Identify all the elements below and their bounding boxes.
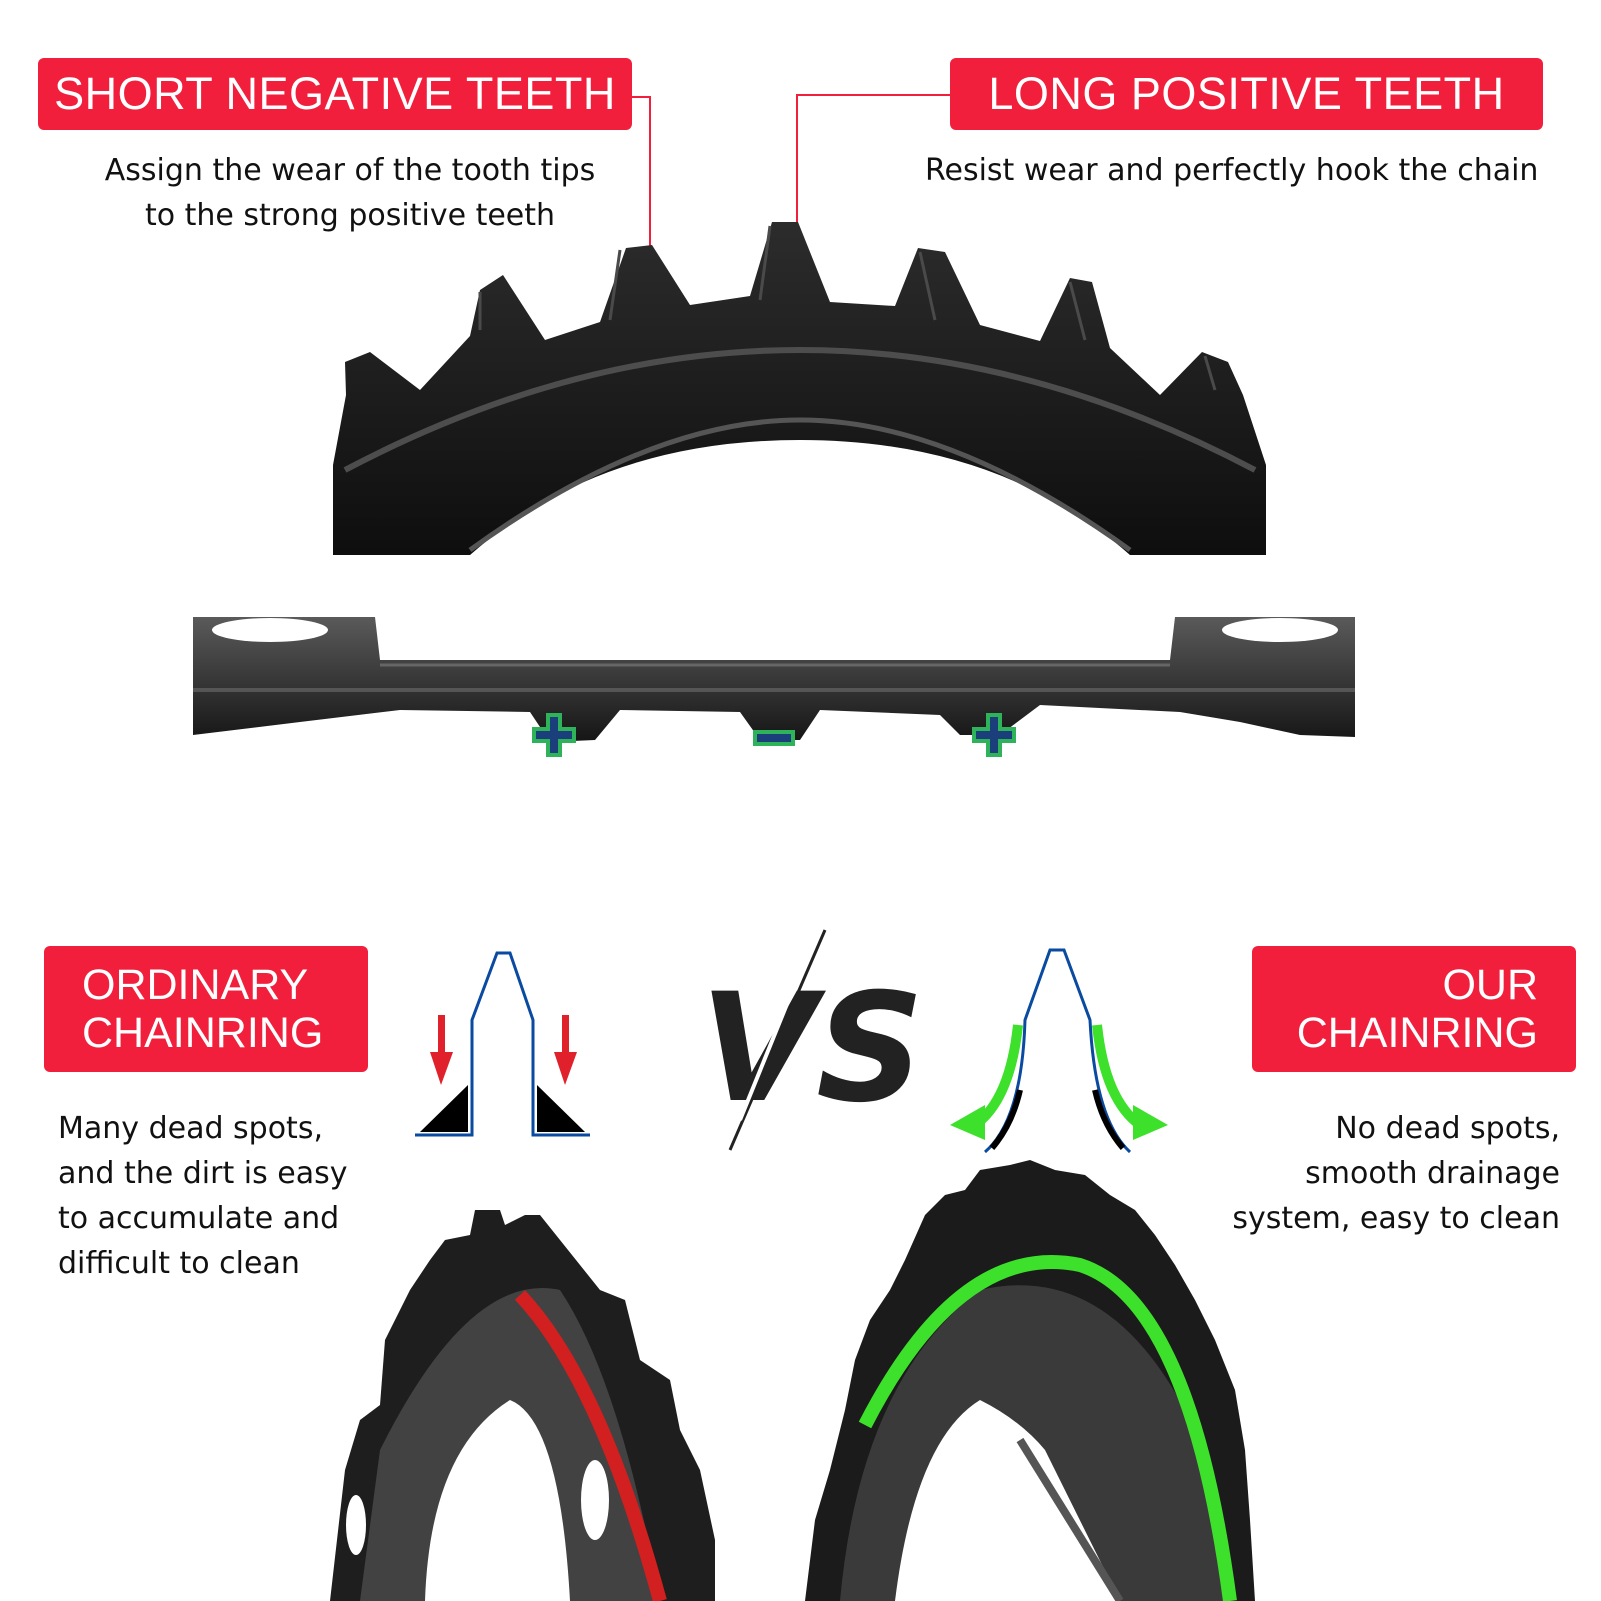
our-chainring bbox=[805, 1160, 1255, 1601]
our-chainring-title-line: CHAINRING bbox=[1296, 1009, 1538, 1057]
description-line: smooth drainage bbox=[1305, 1156, 1560, 1191]
ordinary-chainring-title-line: CHAINRING bbox=[82, 1009, 324, 1057]
curved-arrow-icon bbox=[1092, 1024, 1168, 1140]
description-line: Assign the wear of the tooth tips bbox=[104, 153, 596, 188]
minus-marker-icon bbox=[753, 730, 795, 746]
ordinary-chainring-description: Many dead spots, and the dirt is easy to… bbox=[58, 1106, 398, 1286]
short-negative-teeth-title: SHORT NEGATIVE TEETH bbox=[54, 68, 616, 119]
description-line: system, easy to clean bbox=[1232, 1201, 1560, 1236]
long-positive-teeth-label: LONG POSITIVE TEETH bbox=[950, 58, 1543, 130]
long-positive-teeth-description: Resist wear and perfectly hook the chain bbox=[925, 148, 1575, 193]
plus-marker-icon bbox=[532, 713, 576, 757]
our-tooth-profile bbox=[950, 948, 1168, 1154]
our-chainring-description: No dead spots, smooth drainage system, e… bbox=[1180, 1106, 1560, 1241]
our-chainring-title-line: OUR bbox=[1442, 961, 1538, 1009]
description-line: to accumulate and bbox=[58, 1201, 340, 1236]
down-arrow-icon bbox=[430, 1015, 453, 1085]
plus-marker-icon bbox=[972, 713, 1016, 757]
curved-arrow-icon bbox=[950, 1024, 1023, 1140]
description-line: Resist wear and perfectly hook the chain bbox=[925, 153, 1539, 188]
description-line: Many dead spots, bbox=[58, 1111, 323, 1146]
vs-mark: VS bbox=[700, 929, 924, 1151]
ordinary-chainring-label: ORDINARY CHAINRING bbox=[44, 946, 368, 1072]
ordinary-chainring bbox=[330, 1210, 715, 1601]
long-positive-teeth-title: LONG POSITIVE TEETH bbox=[988, 68, 1505, 119]
ordinary-chainring-title-line: ORDINARY bbox=[82, 961, 309, 1009]
ordinary-tooth-profile bbox=[415, 951, 590, 1137]
short-negative-teeth-description: Assign the wear of the tooth tips to the… bbox=[60, 148, 640, 238]
vs-text: VS bbox=[700, 962, 924, 1136]
chainring-arc-top bbox=[333, 222, 1266, 555]
description-line: No dead spots, bbox=[1335, 1111, 1560, 1146]
our-chainring-label: OUR CHAINRING bbox=[1252, 946, 1576, 1072]
description-line: and the dirt is easy bbox=[58, 1156, 348, 1191]
description-line: to the strong positive teeth bbox=[144, 198, 556, 233]
description-line: difficult to clean bbox=[58, 1246, 300, 1281]
chainring-side-profile bbox=[193, 617, 1355, 742]
short-negative-teeth-label: SHORT NEGATIVE TEETH bbox=[38, 58, 632, 130]
down-arrow-icon bbox=[554, 1015, 577, 1085]
